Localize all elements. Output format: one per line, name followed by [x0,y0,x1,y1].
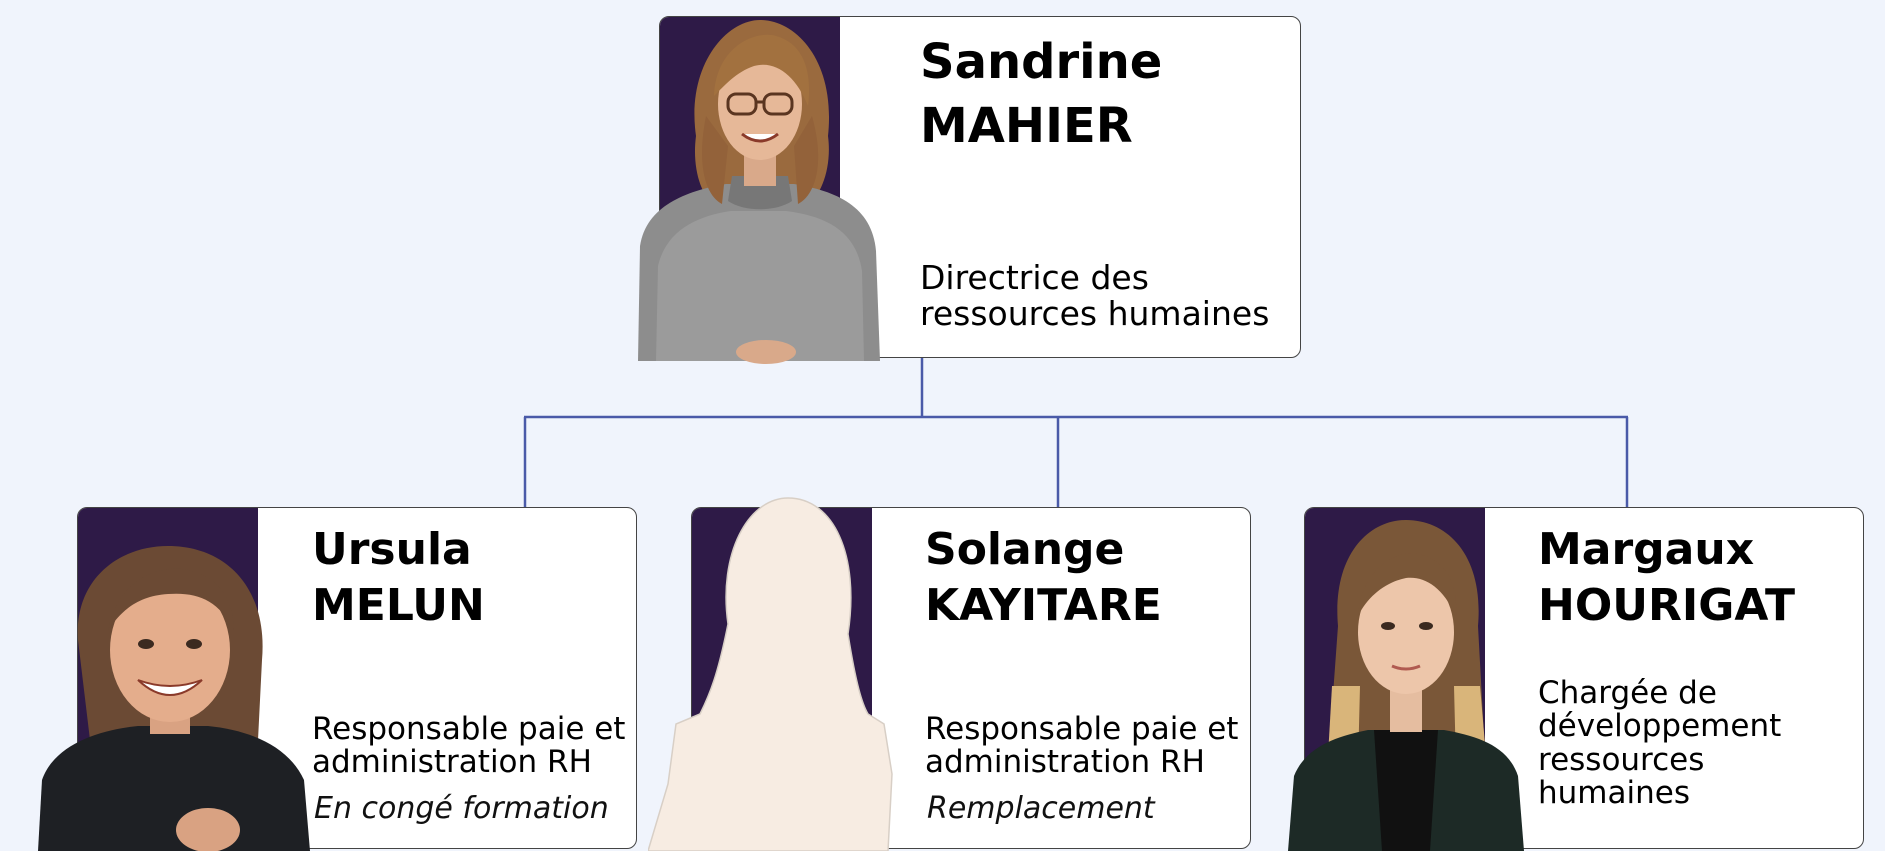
placeholder-silhouette [648,494,910,851]
role-line: Directrice des [920,258,1149,297]
portrait-margaux [1288,516,1524,851]
role-line: administration RH [925,744,1205,781]
person-role: Directrice des ressources humaines [920,260,1269,331]
person-first-name: Margaux [1538,524,1755,575]
person-role: Responsable paie et administration RH [925,711,1239,781]
role-line: Responsable paie et [312,711,626,747]
status-note: Remplacement [927,791,1155,826]
person-first-name: Solange [925,524,1125,575]
person-last-name: MELUN [312,580,485,631]
role-line: administration RH [312,744,592,781]
role-line: humaines [1538,775,1690,812]
person-last-name: KAYITARE [925,580,1162,631]
role-line: ressources humaines [920,293,1270,333]
role-line: développement [1538,708,1782,745]
person-first-name: Ursula [312,524,472,575]
person-last-name: HOURIGAT [1538,580,1795,631]
person-role: Chargée de développement ressources huma… [1538,675,1782,812]
role-line: Chargée de [1538,675,1717,711]
portrait-ursula [38,540,310,851]
person-first-name: Sandrine [920,34,1163,90]
role-line: ressources [1538,741,1705,778]
role-line: Responsable paie et [925,711,1239,747]
status-note: En congé formation [314,791,609,826]
person-role: Responsable paie et administration RH [312,711,626,781]
person-last-name: MAHIER [920,98,1133,154]
portrait-sandrine [636,16,882,366]
